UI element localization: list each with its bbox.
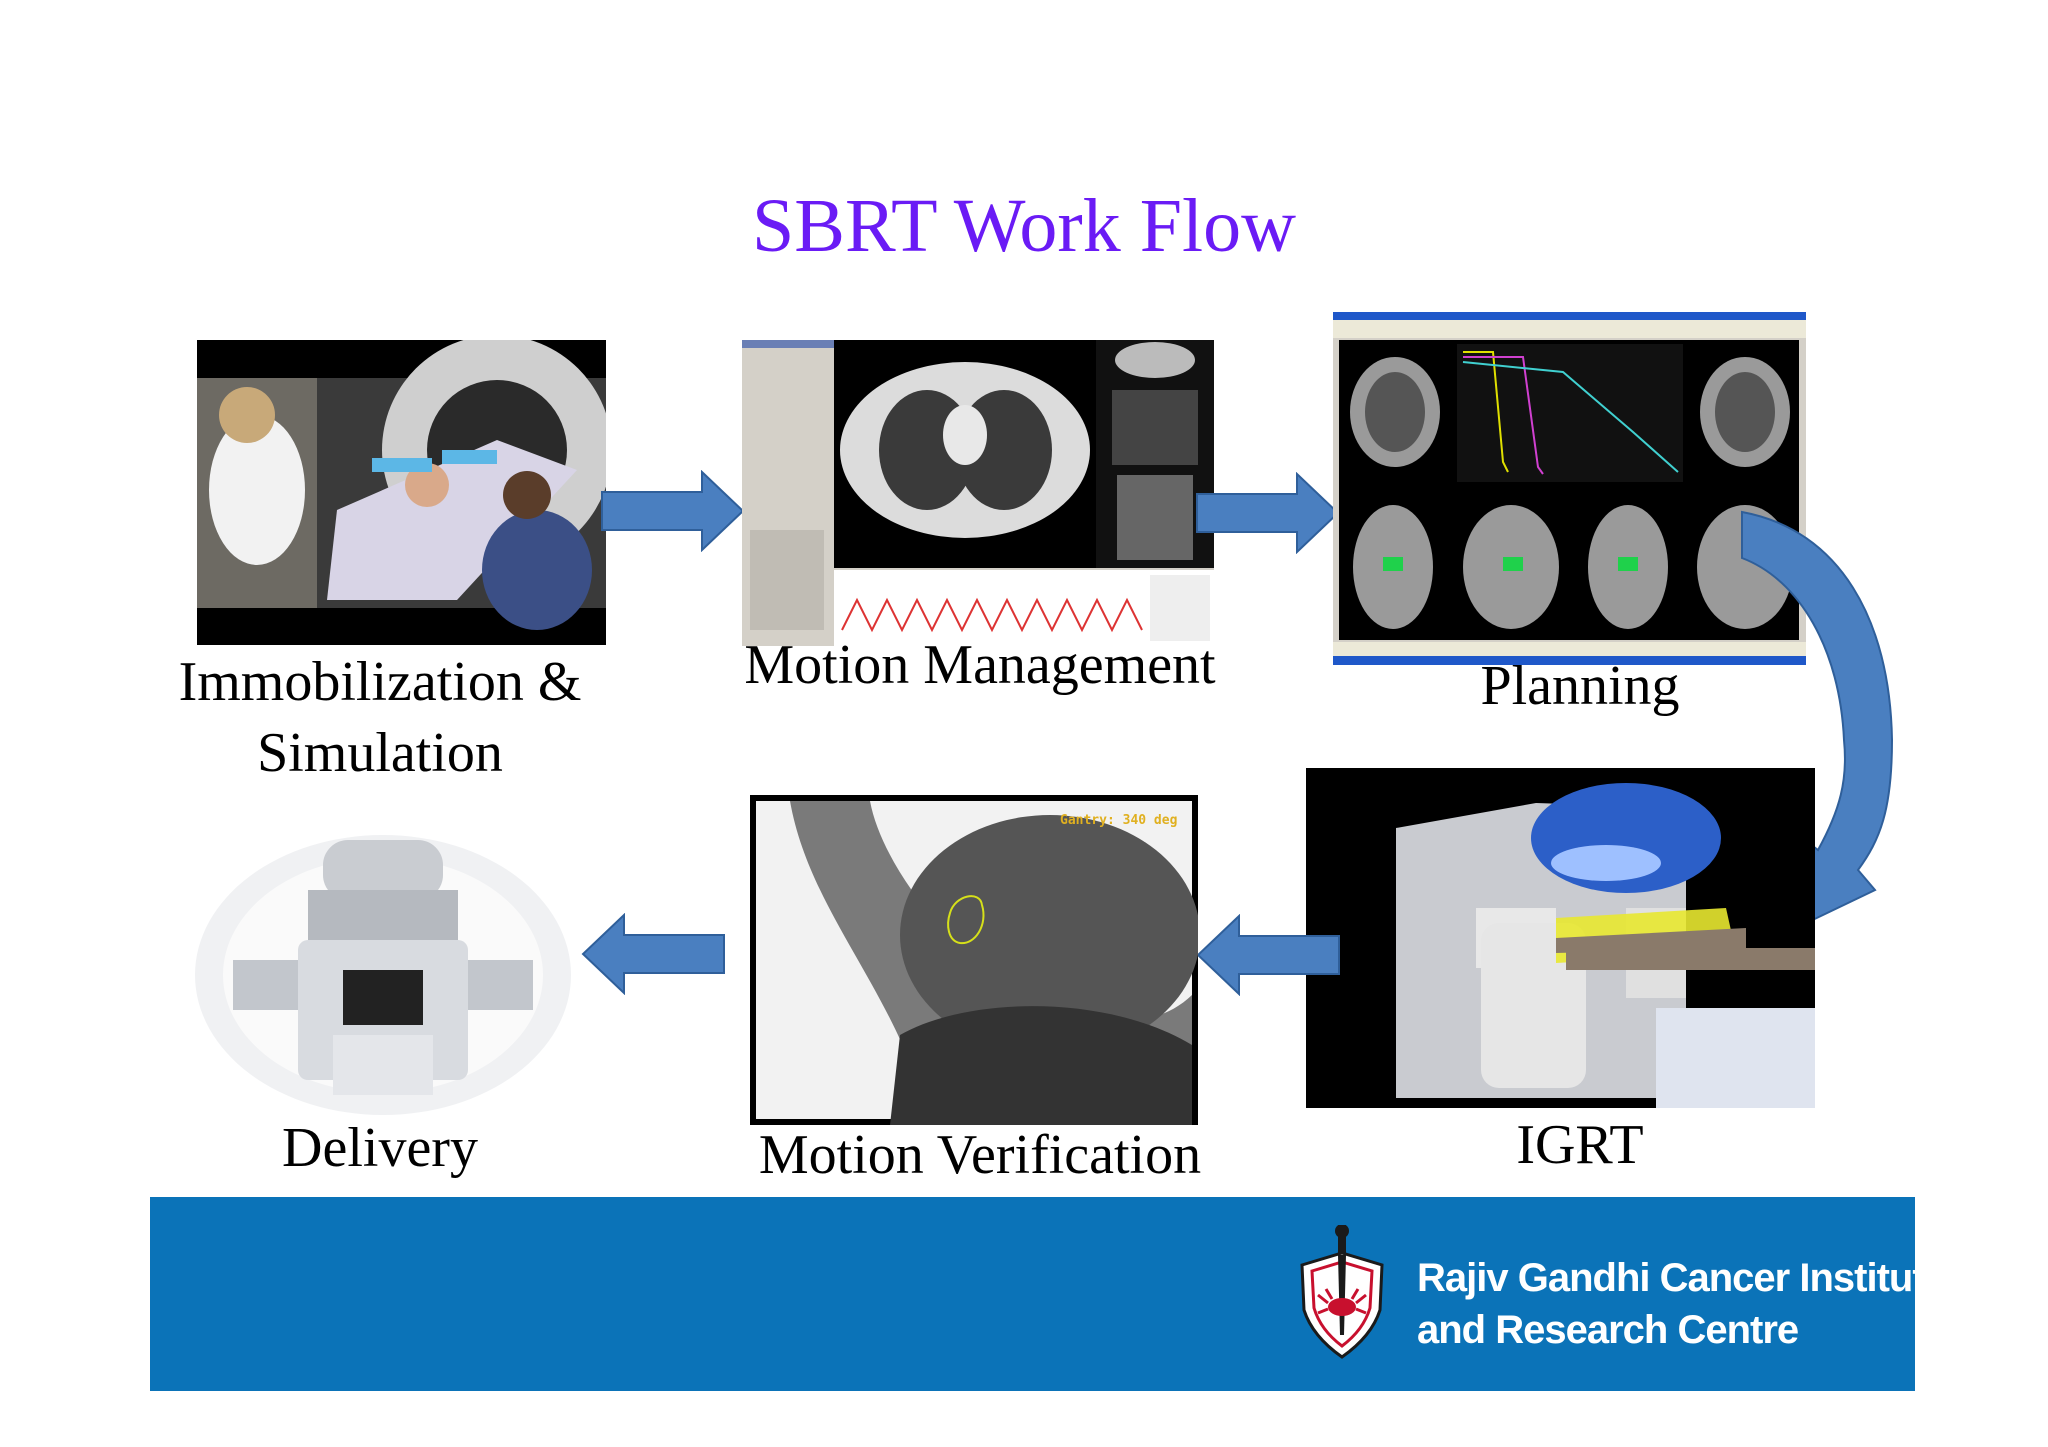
motion-management-screenshot bbox=[742, 340, 1214, 646]
igrt-render bbox=[1306, 768, 1815, 1108]
arrow-left-icon bbox=[581, 913, 725, 995]
motion-verification-label: Motion Verification bbox=[758, 1124, 1202, 1186]
gantry-angle-readout: Gantry: 340 deg bbox=[1060, 813, 1178, 828]
curved-arrow-icon bbox=[1741, 510, 1894, 952]
delivery-machine-image bbox=[193, 830, 573, 1120]
arrow-right-icon bbox=[1196, 472, 1340, 554]
motion-management-label: Motion Management bbox=[744, 634, 1216, 696]
institute-logo-icon bbox=[1300, 1225, 1384, 1359]
immobilization-photo bbox=[197, 340, 606, 645]
delivery-label: Delivery bbox=[282, 1117, 478, 1179]
slide-title: SBRT Work Flow bbox=[752, 184, 1296, 268]
igrt-label: IGRT bbox=[1516, 1114, 1644, 1176]
planning-screenshot bbox=[1333, 312, 1806, 665]
motion-verification-image: Gantry: 340 deg bbox=[750, 795, 1198, 1125]
immobilization-label: Immobilization & Simulation bbox=[178, 651, 582, 784]
arrow-left-icon bbox=[1196, 914, 1340, 996]
footer-banner bbox=[150, 1197, 1915, 1391]
planning-label: Planning bbox=[1480, 655, 1680, 717]
institute-name: Rajiv Gandhi Cancer Institute and Resear… bbox=[1417, 1256, 1947, 1352]
arrow-right-icon bbox=[601, 470, 745, 552]
